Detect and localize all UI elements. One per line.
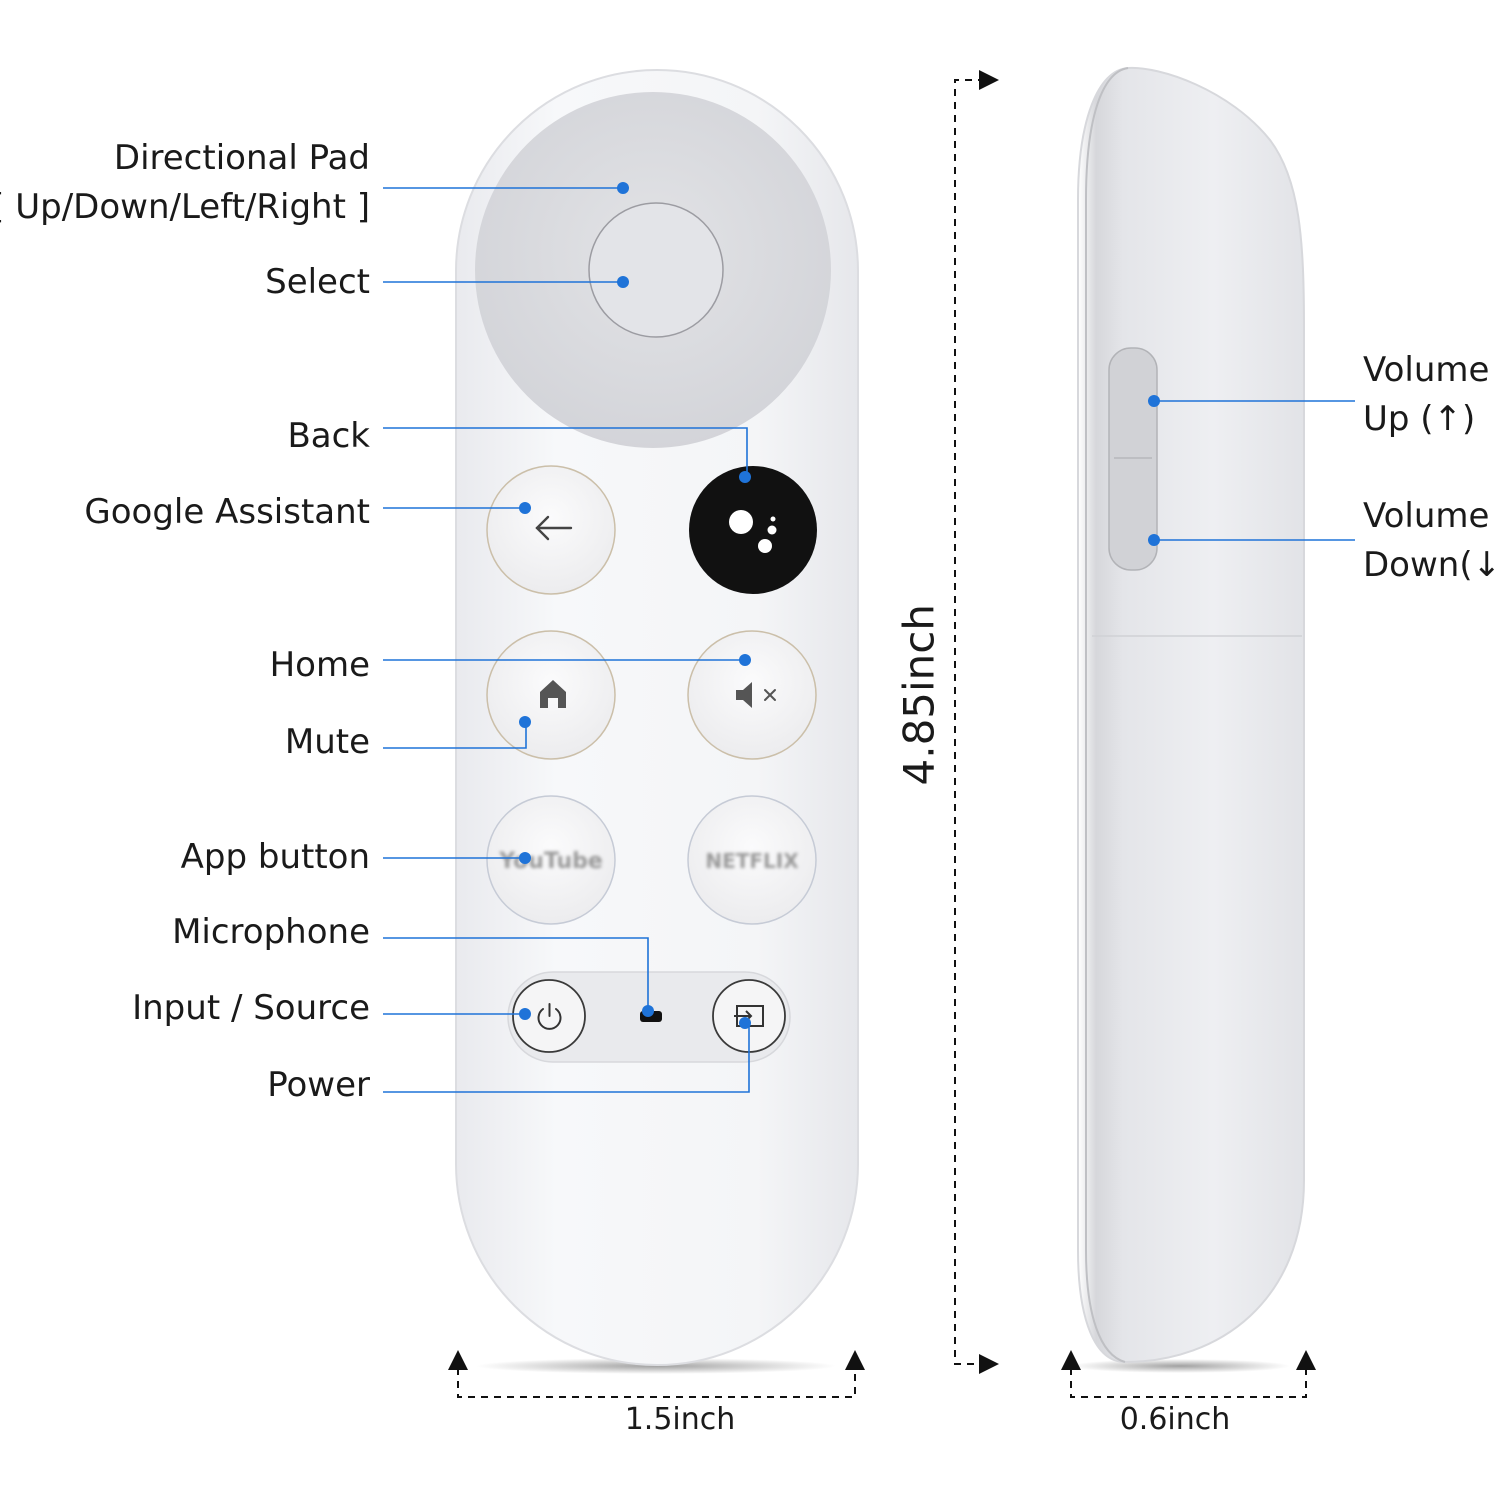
- leader-back: [383, 427, 748, 477]
- mute-icon: [736, 682, 776, 708]
- back-arrow-icon: [535, 515, 573, 541]
- height-dimension-label: 4.85inch: [894, 603, 944, 786]
- label-select: Select: [265, 262, 370, 302]
- label-volume-up: Volume: [1363, 350, 1490, 390]
- dot-mute: [519, 716, 531, 728]
- front-width-dimension-label: 1.5inch: [624, 1402, 736, 1437]
- power-button[interactable]: [512, 979, 586, 1053]
- side-depth-dimension-label: 0.6inch: [1119, 1402, 1231, 1437]
- home-button[interactable]: [486, 630, 616, 760]
- google-assistant-button[interactable]: [689, 466, 817, 594]
- front-shadow: [476, 1358, 836, 1374]
- remote-side-body: [1077, 66, 1305, 1364]
- dot-volume-up: [1148, 395, 1160, 407]
- netflix-label: NETFLIX: [705, 849, 799, 873]
- label-back: Back: [287, 416, 370, 456]
- arrow-right-icon: [979, 70, 999, 90]
- dot-back: [739, 471, 751, 483]
- dot-app-button: [519, 852, 531, 864]
- dot-microphone: [642, 1005, 654, 1017]
- power-icon: [537, 1003, 562, 1030]
- label-microphone: Microphone: [172, 912, 370, 952]
- google-assistant-icon: [729, 510, 777, 553]
- label-google-assistant: Google Assistant: [84, 492, 370, 532]
- leader-mute: [383, 722, 527, 749]
- side-shadow: [1070, 1359, 1290, 1373]
- leader-power: [383, 1023, 750, 1093]
- dot-power: [739, 1017, 751, 1029]
- back-button[interactable]: [486, 465, 616, 595]
- label-volume-up-detail: Up (↑): [1363, 399, 1476, 439]
- label-mute: Mute: [284, 722, 370, 762]
- label-app-button: App button: [180, 837, 370, 877]
- youtube-label: YouTube: [498, 849, 603, 874]
- mute-button[interactable]: [687, 630, 817, 760]
- leader-microphone: [383, 937, 649, 1011]
- arrow-up-icon: [845, 1350, 865, 1370]
- arrow-up-icon: [1296, 1350, 1316, 1370]
- arrow-right-icon: [979, 1354, 999, 1374]
- front-width-dimension-line: [457, 1368, 856, 1398]
- label-home: Home: [269, 645, 370, 685]
- dot-home: [739, 654, 751, 666]
- dot-directional-pad: [617, 182, 629, 194]
- height-dimension-line: [954, 79, 985, 1365]
- arrow-up-icon: [448, 1350, 468, 1370]
- home-icon: [540, 680, 566, 708]
- select-button[interactable]: [588, 202, 724, 338]
- label-power: Power: [267, 1065, 370, 1105]
- volume-rocker[interactable]: [1108, 347, 1158, 571]
- label-input-source: Input / Source: [132, 988, 370, 1028]
- dot-input-source: [519, 1008, 531, 1020]
- side-depth-dimension-line: [1070, 1368, 1307, 1398]
- side-edge-highlight: [1085, 67, 1129, 1363]
- label-volume-down-detail: Down(↓): [1363, 545, 1497, 585]
- label-volume-down: Volume: [1363, 496, 1490, 536]
- youtube-app-button[interactable]: YouTube: [486, 795, 616, 925]
- arrow-up-icon: [1061, 1350, 1081, 1370]
- dot-google-assistant: [519, 502, 531, 514]
- dot-select: [617, 276, 629, 288]
- netflix-app-button[interactable]: NETFLIX: [687, 795, 817, 925]
- label-directional-pad: Directional Pad: [113, 138, 370, 178]
- dot-volume-down: [1148, 534, 1160, 546]
- label-directional-pad-detail: [ Up/Down/Left/Right ]: [0, 187, 370, 227]
